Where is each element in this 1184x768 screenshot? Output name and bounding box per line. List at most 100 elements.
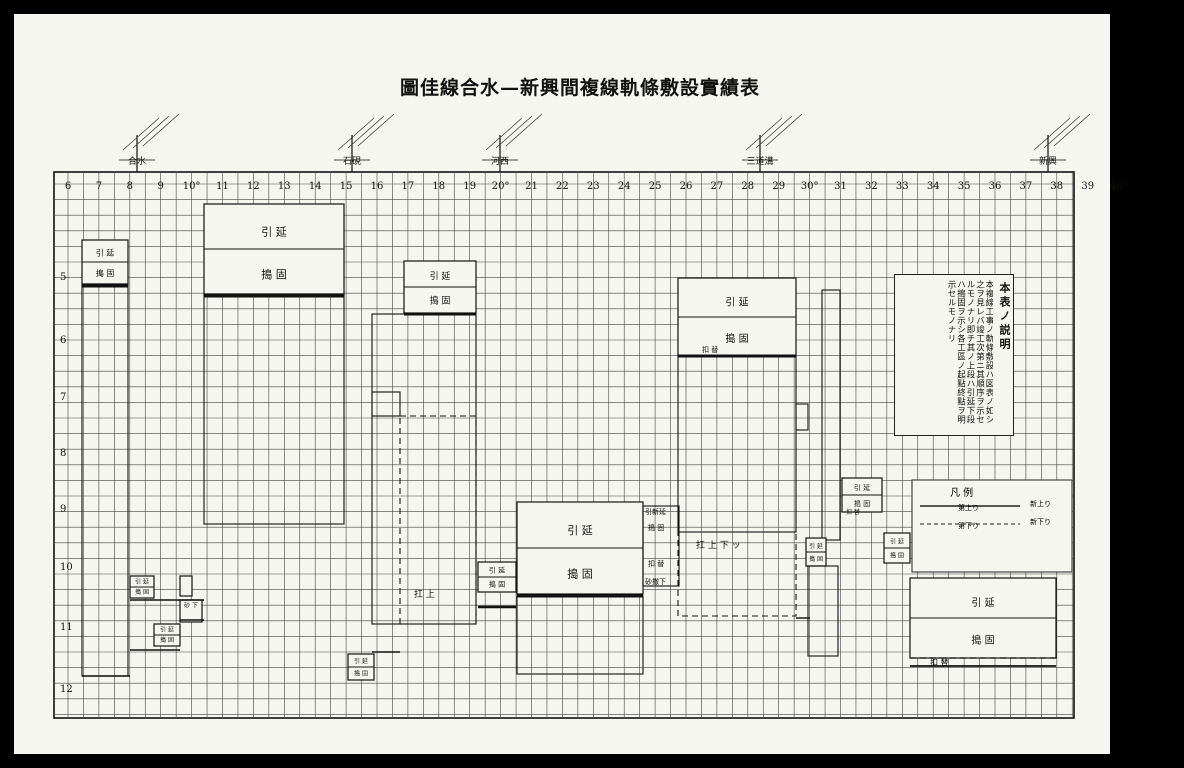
x-tick-label: 37	[1020, 181, 1033, 192]
x-tick-label: 23	[587, 181, 600, 192]
x-tick-label: 35	[958, 181, 971, 192]
work-block: 引 延搗 固	[347, 653, 375, 681]
station-annotation	[122, 117, 160, 151]
block-label-bottom: 搗 固	[354, 669, 368, 677]
x-tick-label: 14	[309, 181, 322, 192]
x-tick-label: 25	[649, 181, 662, 192]
month-label: 11	[60, 622, 73, 633]
x-tick-label: 26	[680, 181, 693, 192]
station-annotation	[337, 117, 375, 151]
x-tick-label: 6	[65, 181, 71, 192]
block-label-bottom: 搗 固	[890, 552, 904, 560]
block-label-top: 引 延	[160, 626, 174, 634]
work-block: 引 延搗 固	[153, 623, 181, 647]
x-tick-label: 30°	[801, 181, 819, 192]
block-label-top: 引 延	[725, 296, 748, 308]
x-tick-label: 10°	[183, 181, 201, 192]
x-tick-label: 31	[834, 181, 847, 192]
block-label-top: 引 延	[135, 578, 149, 586]
block-note: 砂撒下	[645, 577, 666, 586]
x-tick-label: 9	[158, 181, 164, 192]
block-label-bottom: 搗 固	[489, 580, 505, 589]
work-block: 引 延搗 固	[677, 277, 797, 357]
block-label-top: 引 延	[96, 247, 115, 257]
station-label: 合水	[128, 155, 146, 167]
station-annotation	[1043, 115, 1081, 149]
x-tick-label: 22	[556, 181, 569, 192]
work-block: 引 延搗 固	[203, 203, 345, 295]
x-tick-label: 39	[1081, 181, 1094, 192]
month-label: 6	[60, 335, 66, 346]
station-annotation	[132, 115, 170, 149]
work-block: 引 延搗 固	[477, 561, 517, 593]
x-tick-label: 8	[127, 181, 133, 192]
block-label-bottom: 搗 固	[160, 636, 174, 644]
station-label: 新興	[1039, 155, 1057, 167]
block-label-bottom: 搗 固	[971, 634, 994, 647]
block-label-top: 引 延	[354, 657, 368, 665]
x-tick-label: 24	[618, 181, 631, 192]
progress-bar	[371, 391, 401, 417]
grid-border	[53, 171, 1075, 719]
block-label-top: 引 延	[890, 538, 904, 546]
block-label-top: 引 延	[971, 597, 994, 609]
block-note: 扛 上	[414, 588, 435, 600]
block-label-top: 引 延	[261, 225, 287, 239]
block-note: 扛 上 下 ッ	[696, 539, 741, 551]
x-tick-label: 11	[216, 181, 229, 192]
station-annotation	[347, 115, 385, 149]
work-block: 引 延搗 固	[805, 537, 827, 567]
x-tick-label: 32	[865, 181, 878, 192]
x-tick-label: 12	[247, 181, 260, 192]
work-block: 引 延搗 固	[403, 260, 477, 314]
month-label: 8	[60, 448, 66, 459]
station-annotation	[1053, 113, 1091, 147]
work-block: 引 延搗 固	[81, 239, 129, 285]
x-tick-label: 38	[1050, 181, 1063, 192]
x-tick-label: 15	[340, 181, 353, 192]
x-tick-label: 19	[463, 181, 476, 192]
block-label-bottom: 搗 固	[809, 555, 823, 563]
note-heading: 本表ノ説明	[998, 282, 1011, 352]
legend: 凡 例 第上り 新上り 第下り 新下り	[911, 479, 1073, 573]
x-tick-label: 17	[402, 181, 415, 192]
month-label: 7	[60, 392, 66, 403]
station-annotation	[755, 115, 793, 149]
work-block	[179, 575, 193, 597]
block-label-top: 砂 下	[184, 602, 198, 610]
legend-title: 凡 例	[950, 486, 973, 499]
block-label-top: 引 延	[809, 542, 823, 550]
block-label-bottom: 搗 固	[261, 267, 287, 281]
block-label-bottom: 搗 固	[135, 588, 149, 596]
station-markers: 合水石硯河西三道溝新興	[119, 113, 1091, 172]
station-annotation	[485, 117, 523, 151]
station-annotation	[495, 115, 533, 149]
month-label: 9	[60, 504, 66, 515]
grid	[53, 171, 1075, 719]
work-block: 引 延搗 固	[516, 501, 644, 595]
x-tick-label: 36	[989, 181, 1002, 192]
block-note: 扣 替	[702, 345, 718, 354]
block-note: 引新延	[645, 507, 666, 516]
month-label: 5	[60, 272, 66, 283]
work-blocks: 引 延搗 固引 延搗 固引 延搗 固扛 上引 延搗 固扣 替扛 上 下 ッ引 延…	[81, 203, 1057, 681]
progress-bar	[516, 595, 644, 675]
block-label-top: 引 延	[854, 483, 870, 492]
x-tick-label: 40°	[1110, 181, 1128, 192]
station-label: 河西	[491, 155, 509, 167]
block-label-bottom: 搗 固	[725, 332, 748, 345]
progress-bar	[371, 313, 477, 625]
legend-new-down: 新下り	[1030, 517, 1051, 526]
work-block: 引 延搗 固	[841, 477, 883, 513]
block-label-top: 引 延	[567, 523, 593, 537]
work-block: 砂 下	[179, 599, 203, 623]
block-label-bottom: 搗 固	[567, 566, 593, 580]
progress-bar	[81, 283, 129, 677]
block-label-bottom: 搗 固	[854, 499, 870, 508]
page-title: 圖佳線合水—新興間複線軌條敷設實績表	[400, 77, 761, 99]
note-box	[894, 274, 1014, 436]
note-text: 本複線工事ノ軌條敷設ハ図表ノ如シ之ヲ見レバ竣工次第ニ其順序ヲ示セルモノナリ即チ其…	[946, 280, 993, 424]
x-tick-label: 27	[711, 181, 724, 192]
